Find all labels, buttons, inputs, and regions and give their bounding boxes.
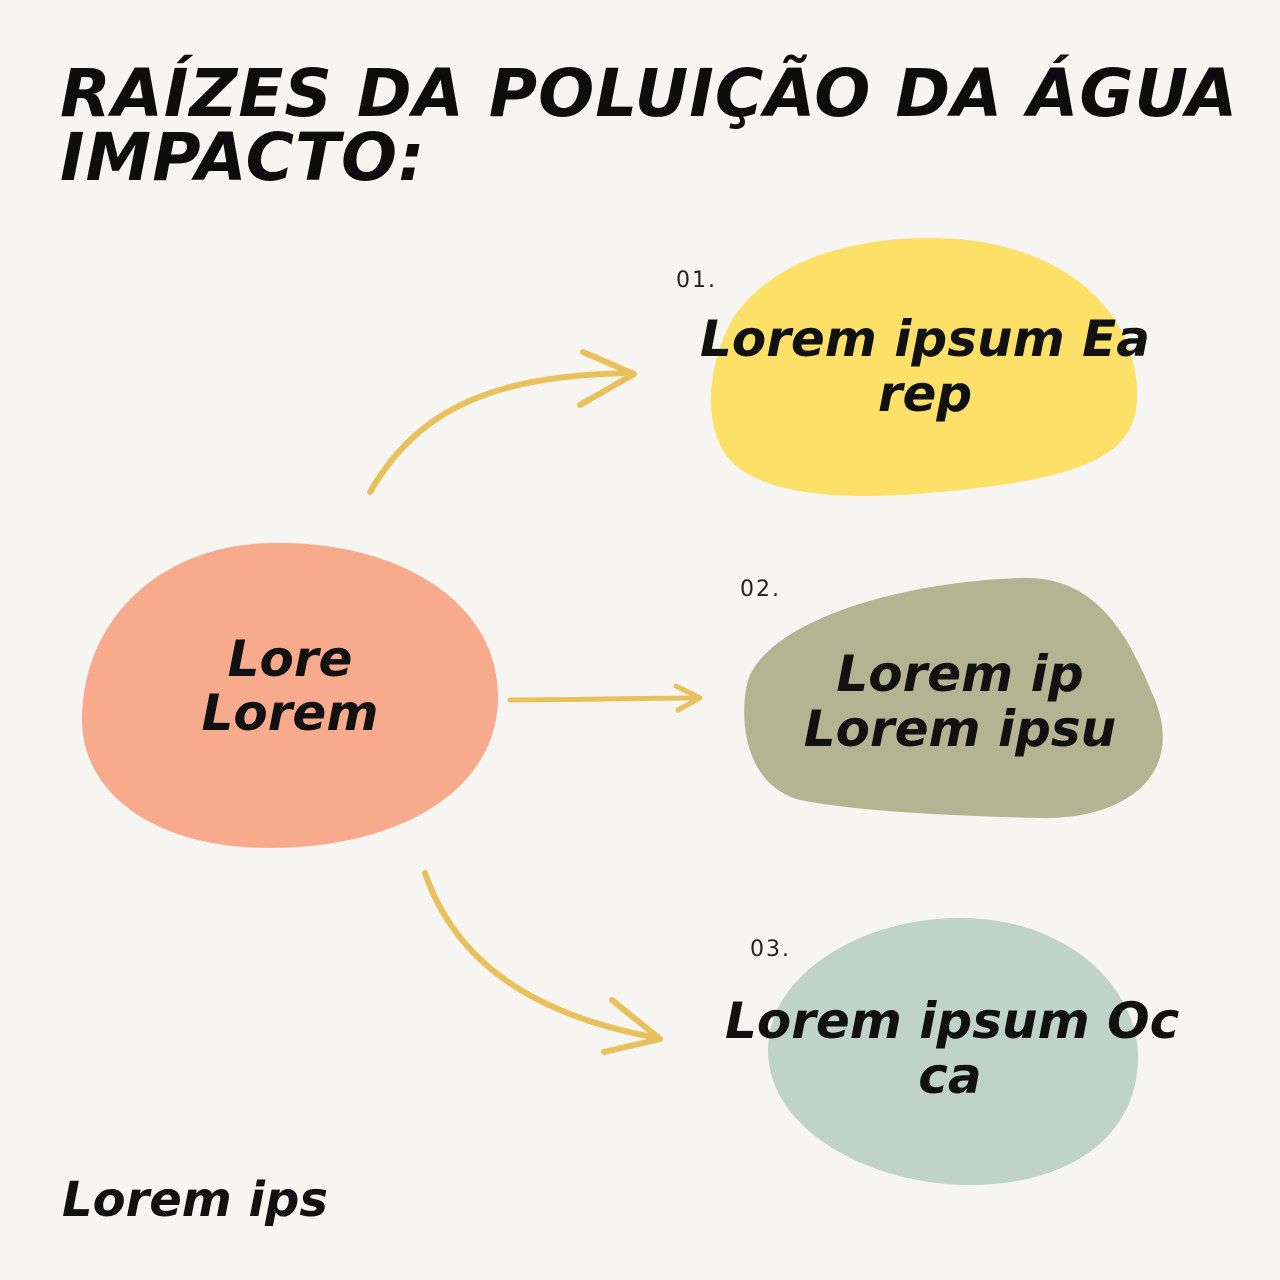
arrow-to-01 — [367, 370, 635, 495]
center-blob — [82, 542, 499, 848]
item-label-01-line-2: rep — [877, 365, 973, 423]
arrow-to-03 — [422, 870, 661, 1041]
title-line-2: IMPACTO: — [60, 119, 426, 196]
item-label-02-line-1: Lorem ip — [836, 645, 1084, 703]
center-label-line-2: Lorem — [201, 684, 379, 742]
blob-03 — [768, 918, 1139, 1185]
item-number-01: 01. — [676, 268, 717, 293]
title-line-1: RAÍZES DA POLUIÇÃO DA ÁGUA — [60, 55, 1239, 132]
arrow-to-02 — [507, 695, 701, 703]
item-label-02: Lorem ip Lorem ipsu — [760, 647, 1160, 757]
page-title: RAÍZES DA POLUIÇÃO DA ÁGUA IMPACTO: — [60, 55, 1240, 196]
item-label-01: Lorem ipsum Ea rep — [700, 312, 1150, 422]
item-number-02: 02. — [740, 577, 781, 602]
item-label-02-line-2: Lorem ipsu — [803, 700, 1117, 758]
item-label-01-line-1: Lorem ipsum Ea — [700, 310, 1150, 368]
blob-02 — [744, 577, 1163, 819]
arrow-head-02 — [673, 683, 703, 713]
blob-01 — [710, 238, 1138, 497]
arrow-head-03 — [601, 997, 663, 1055]
item-label-03-line-2: ca — [918, 1047, 982, 1105]
footer-text: Lorem ips — [62, 1172, 328, 1228]
center-label-line-1: Lore — [227, 630, 353, 688]
center-label: Lore Lorem — [170, 632, 410, 740]
item-label-03: Lorem ipsum Oc ca — [725, 992, 1180, 1105]
item-number-03: 03. — [750, 937, 791, 962]
item-label-03-line-1: Lorem ipsum Oc — [725, 992, 1180, 1050]
arrow-head-01 — [577, 349, 637, 408]
